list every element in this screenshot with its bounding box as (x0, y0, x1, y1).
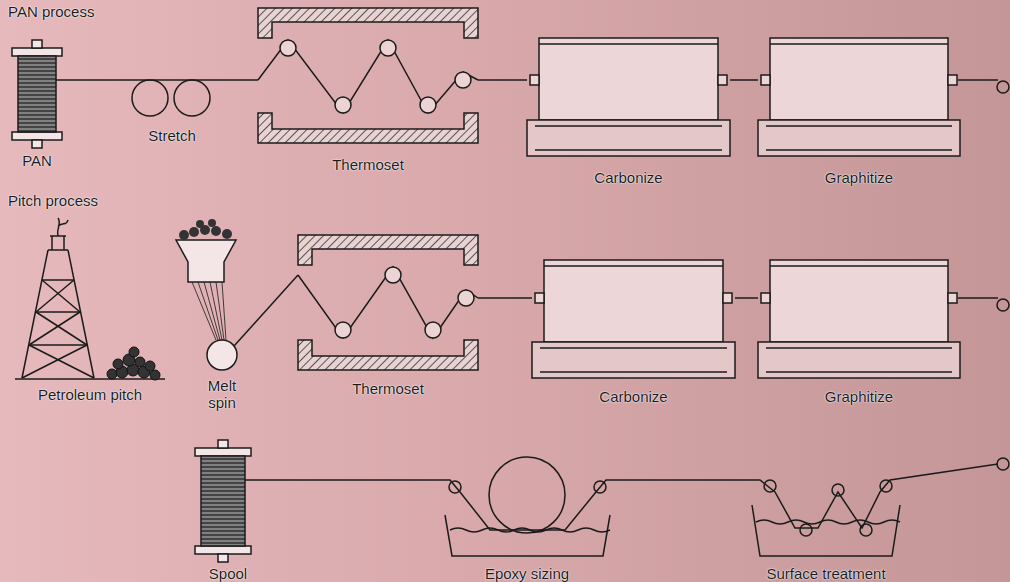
process-label: Graphitize (825, 169, 893, 186)
fiber-connector (478, 297, 532, 299)
thermoset-oven: Thermoset (258, 8, 478, 173)
roller (997, 81, 1009, 93)
spool-coil (18, 56, 56, 132)
equipment-outline (758, 260, 960, 405)
row-title: PAN process (8, 3, 94, 20)
spool-coil (201, 456, 245, 546)
equipment-outline (298, 235, 478, 397)
component-label: Stretch (148, 127, 196, 144)
oil-derrick (15, 218, 165, 379)
fiber-connector (478, 79, 527, 81)
process-label: Carbonize (599, 388, 667, 405)
furnace-box: Carbonize (532, 260, 735, 405)
fiber-connector (735, 297, 758, 299)
stretch-roller (174, 80, 210, 116)
furnace-box: Graphitize (758, 260, 960, 405)
stretch-roller (132, 80, 168, 116)
component-label: Epoxy sizing (485, 565, 569, 582)
epoxy-sizing-bath (445, 457, 610, 556)
component-label: Surface treatment (766, 565, 885, 582)
component-label: Melt spin (200, 377, 244, 411)
process-label: Thermoset (332, 156, 404, 173)
process-label: Carbonize (594, 169, 662, 186)
spool-flange (12, 48, 62, 56)
thermoset-oven: Thermoset (298, 235, 478, 397)
row-title: Pitch process (8, 192, 98, 209)
fiber-line (958, 79, 998, 81)
component-label: PAN (22, 152, 52, 169)
process-label: Graphitize (825, 388, 893, 405)
fiber-line (245, 464, 998, 530)
spool-flange (195, 546, 251, 554)
equipment-outline (758, 38, 960, 186)
fiber-connector (730, 79, 758, 81)
melt-spin-hopper (176, 219, 237, 370)
spool-flange (195, 448, 251, 456)
roller (997, 299, 1009, 311)
equipment-outline (527, 38, 730, 186)
fiber-line (56, 79, 258, 81)
process-label: Thermoset (352, 380, 424, 397)
furnace-box: Carbonize (527, 38, 730, 186)
spool-flange (12, 132, 62, 140)
component-label: Spool (209, 565, 247, 582)
fiber-line (234, 275, 298, 346)
equipment-outline (532, 260, 735, 405)
surface-treatment-bath (752, 480, 900, 556)
equipment-outline (258, 8, 478, 173)
component-label: Petroleum pitch (38, 386, 142, 403)
fiber-line (958, 297, 998, 299)
roller (997, 458, 1009, 470)
furnace-box: Graphitize (758, 38, 960, 186)
pitch-pile (107, 347, 160, 380)
